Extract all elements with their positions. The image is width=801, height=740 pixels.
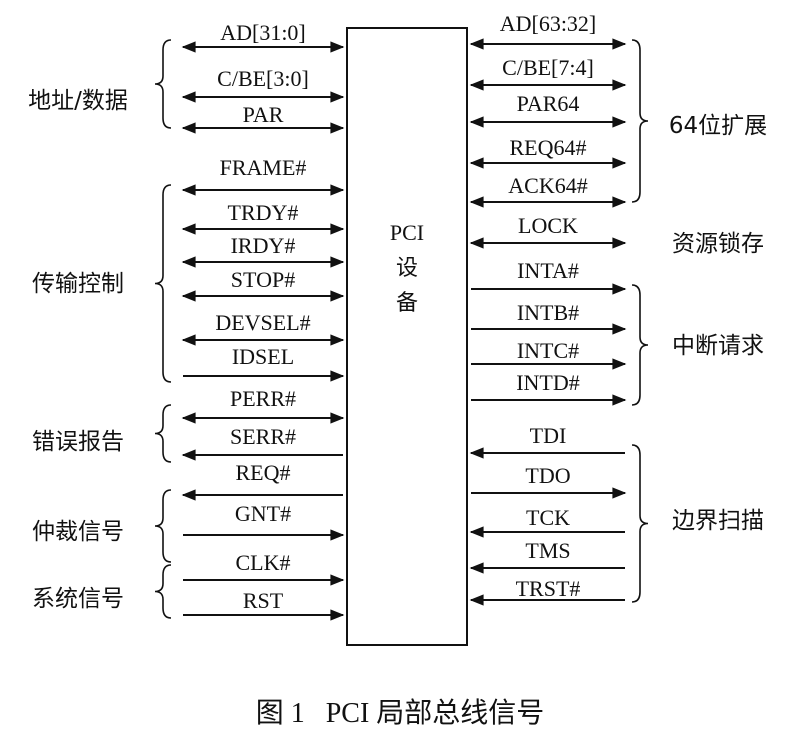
signal-label: AD[63:32] [500,11,597,36]
signal-label: REQ64# [510,135,587,160]
signal-tms: TMS [469,538,625,574]
signal-label: DEVSEL# [215,310,310,335]
brace [154,564,172,619]
signal-label: PERR# [230,386,296,411]
signal-devsel-: DEVSEL# [181,310,345,346]
signal-intc-: INTC# [471,338,627,370]
signal-label: AD[31:0] [220,20,306,45]
signal-intd-: INTD# [471,370,627,406]
figure-caption: 图 1 PCI 局部总线信号 [256,697,545,729]
signal-label: INTC# [517,338,579,363]
signal-rst: RST [183,588,345,621]
brace [154,404,172,463]
signal-label: GNT# [235,501,291,526]
signal-label: C/BE[3:0] [217,66,309,91]
group-label: 资源锁存 [672,231,764,257]
signal-par: PAR [181,102,345,134]
signal-trst-: TRST# [469,576,625,606]
signal-clk-: CLK# [183,550,345,586]
signal-label: INTD# [516,370,580,395]
brace [631,444,649,603]
pci-device-box [346,27,468,646]
signal-c-be-3-0-: C/BE[3:0] [181,66,345,103]
signal-ad-63-32-: AD[63:32] [469,11,627,50]
signal-c-be-7-4-: C/BE[7:4] [469,55,627,91]
signal-serr-: SERR# [181,424,343,461]
device-label-pci: PCI [390,220,424,245]
brace [154,489,172,563]
signal-label: TDI [530,423,567,448]
group-label: 错误报告 [32,429,124,455]
signal-tdo: TDO [471,463,627,499]
signal-idsel: IDSEL [183,344,345,382]
signal-irdy-: IRDY# [181,233,345,268]
signal-tck: TCK [469,505,625,538]
group-label: 地址/数据 [28,88,128,114]
signal-label: PAR [243,102,284,127]
device-label-1: 设 [396,255,418,280]
device-label-2: 备 [396,290,418,315]
signal-label: IDSEL [232,344,294,369]
signal-trdy-: TRDY# [181,200,345,235]
signal-label: FRAME# [220,155,307,180]
signal-frame-: FRAME# [181,155,345,196]
brace [154,184,172,383]
signal-label: CLK# [236,550,291,575]
brace [631,284,649,406]
signal-label: TCK [526,505,570,530]
signal-intb-: INTB# [471,300,627,335]
signal-stop-: STOP# [181,267,345,302]
group-label: 系统信号 [32,586,124,612]
signal-ack64-: ACK64# [469,173,627,208]
signal-label: IRDY# [231,233,296,258]
signal-label: TRST# [516,576,581,601]
signal-label: TDO [525,463,570,488]
signal-label: RST [243,588,284,613]
signal-inta-: INTA# [471,258,627,295]
signal-gnt-: GNT# [183,501,345,541]
group-label: 仲裁信号 [32,519,124,545]
group-label: 中断请求 [672,333,764,359]
signal-label: SERR# [230,424,296,449]
signal-ad-31-0-: AD[31:0] [181,20,345,53]
signal-label: INTB# [517,300,579,325]
signal-label: TRDY# [228,200,299,225]
signal-label: STOP# [231,267,295,292]
signal-par64: PAR64 [469,91,627,128]
brace [631,39,649,203]
signal-req-: REQ# [181,460,343,501]
signal-label: REQ# [236,460,291,485]
signal-label: PAR64 [517,91,580,116]
group-label: 传输控制 [32,271,124,297]
signal-label: TMS [525,538,570,563]
signal-label: LOCK [518,213,578,238]
signal-label: INTA# [517,258,579,283]
signal-perr-: PERR# [181,386,345,424]
signal-label: C/BE[7:4] [502,55,594,80]
signal-label: ACK64# [508,173,587,198]
signal-tdi: TDI [469,423,625,459]
brace [154,39,172,129]
signal-lock: LOCK [469,213,627,249]
group-label: 边界扫描 [672,508,764,534]
signal-req64-: REQ64# [469,135,627,169]
group-label: 64位扩展 [669,113,767,139]
